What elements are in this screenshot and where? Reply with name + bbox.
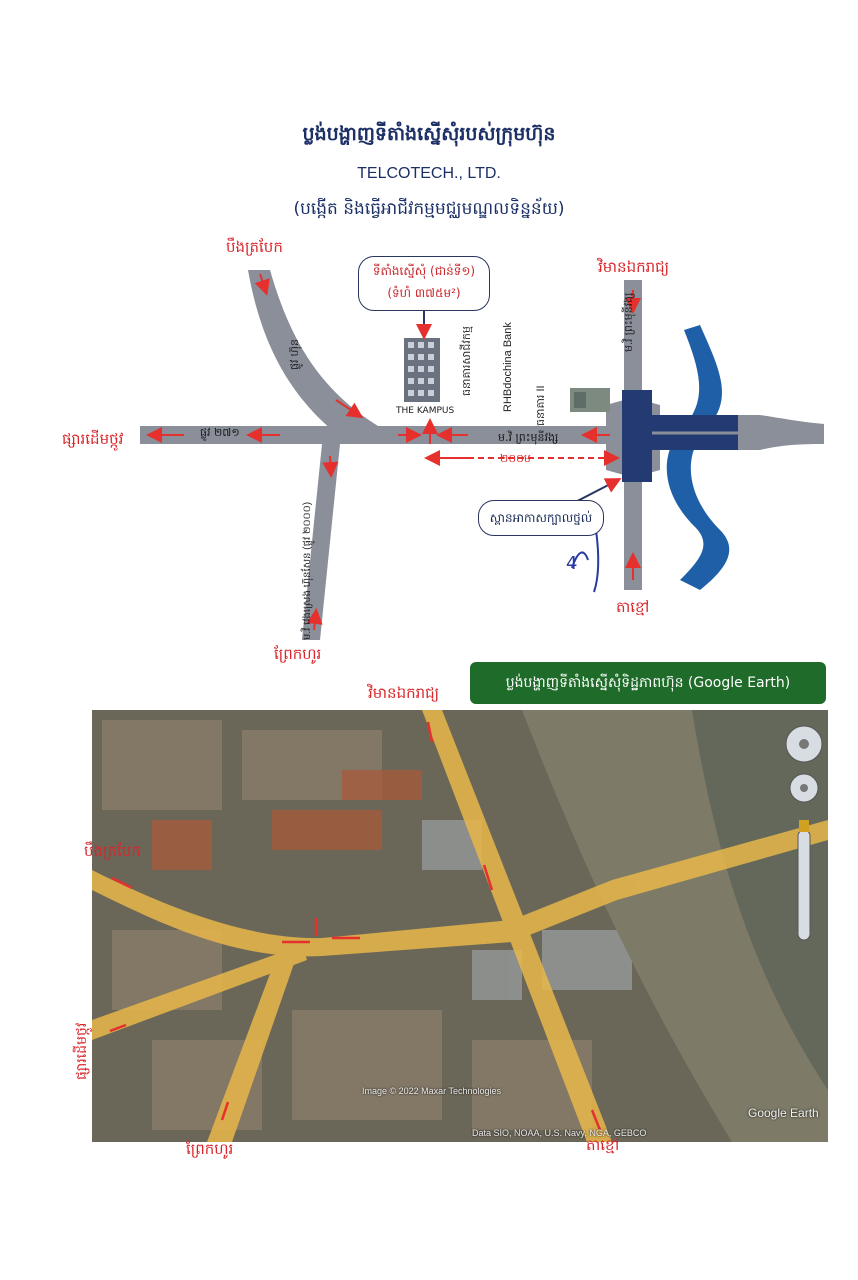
label-phsar-daem-thkov: ផ្សារដើមថ្កូវ (62, 430, 124, 448)
ge-lower-left-road (207, 955, 297, 1142)
handwriting-mark (571, 529, 600, 593)
site-bubble-line1: ទីតាំងស្នើសុំ (ជាន់ទី១) (372, 264, 476, 278)
ge-label-prek-hor: ព្រែកហូរ (186, 1140, 234, 1158)
satellite-rendering (92, 710, 828, 1142)
curved-road (248, 270, 378, 444)
ge-main-road (92, 820, 828, 957)
flyover (622, 390, 652, 482)
label-bank-khmer: ធនាគារសាជីវកម្ម (461, 326, 473, 396)
google-earth-banner: ប្លង់បង្ហាញទីតាំងស្នើសុំទិដ្ឋភាពហ៊ុន (Go… (470, 662, 826, 704)
label-bank-ii: ធនាគារ II (535, 385, 547, 426)
ge-left-diagonal (92, 945, 307, 1040)
label-the-kampus: THE KAMPUS (396, 406, 455, 416)
site-bubble-line2: (ទំហំ ៣៧៥ម²) (387, 286, 461, 300)
river (666, 325, 730, 590)
label-boeng-trabek: បឹងត្របែក (226, 238, 283, 256)
road-label-monivong: ម.វិ ព្រះមុនីវង្ស (498, 431, 559, 444)
road-label-diagonal: ផ្លូវ ហ៊ុន (289, 339, 301, 370)
ge-vertical-road (422, 710, 612, 1142)
site-bubble: ទីតាំងស្នើសុំ (ជាន់ទី១) (ទំហំ ៣៧៥ម²) (358, 256, 490, 311)
ge-label-boeng-trabek: បឹងត្របែក (84, 842, 141, 860)
ge-label-phsar-daem-thkov: ផ្សារដើមថ្កូវ (74, 1022, 90, 1080)
label-ta-khmau: តាខ្មៅ (616, 598, 650, 616)
ge-label-vimean-ekareach: វិមានឯករាជ្យ (368, 684, 440, 702)
google-earth-image: Image © 2022 Maxar Technologies Data SIO… (92, 710, 828, 1142)
page-title: ប្លង់បង្ហាញទីតាំងស្នើសុំរបស់ក្រុមហ៊ុន (302, 123, 556, 145)
the-kampus-building (404, 338, 440, 402)
bridge-bubble: ស្ពានអាកាសក្បាលថ្នល់ (478, 500, 604, 536)
label-prek-hor: ព្រែកហូរ (274, 645, 322, 663)
page-subtitle: (បង្កើត និងធ្វើអាជីវកម្មមជ្ឈមណ្ឌលទិន្នន័… (293, 199, 565, 219)
label-rhb-bank: RHBdochina Bank (502, 322, 514, 412)
schematic-map (140, 270, 824, 640)
road-label-vertical: ម.វិ ព្រះមុនីវង្ស (623, 292, 635, 352)
road-label-271: ផ្លូវ ២៧១ (200, 426, 240, 439)
ge-footer-data: Data SIO, NOAA, U.S. Navy, NGA, GEBCO (472, 1128, 647, 1138)
handwriting-number: 4 (566, 553, 578, 574)
ge-river (522, 710, 828, 1142)
google-earth-logo: Google Earth (748, 1106, 819, 1120)
lower-diagonal-road (302, 444, 340, 640)
ge-copyright: Image © 2022 Maxar Technologies (362, 1086, 502, 1096)
ge-label-ta-khmau: តាខ្មៅ (586, 1136, 620, 1154)
label-vimean-ekareach: វិមានឯករាជ្យ (598, 258, 670, 276)
road-label-lower-left: ម.វិ វេងស្រេង ហ៊ុនសែន (ផ្លូវ ២០០០) (302, 501, 313, 640)
distance-label: ២០០ម (500, 452, 531, 465)
company-name: TELCOTECH., LTD. (357, 165, 501, 182)
